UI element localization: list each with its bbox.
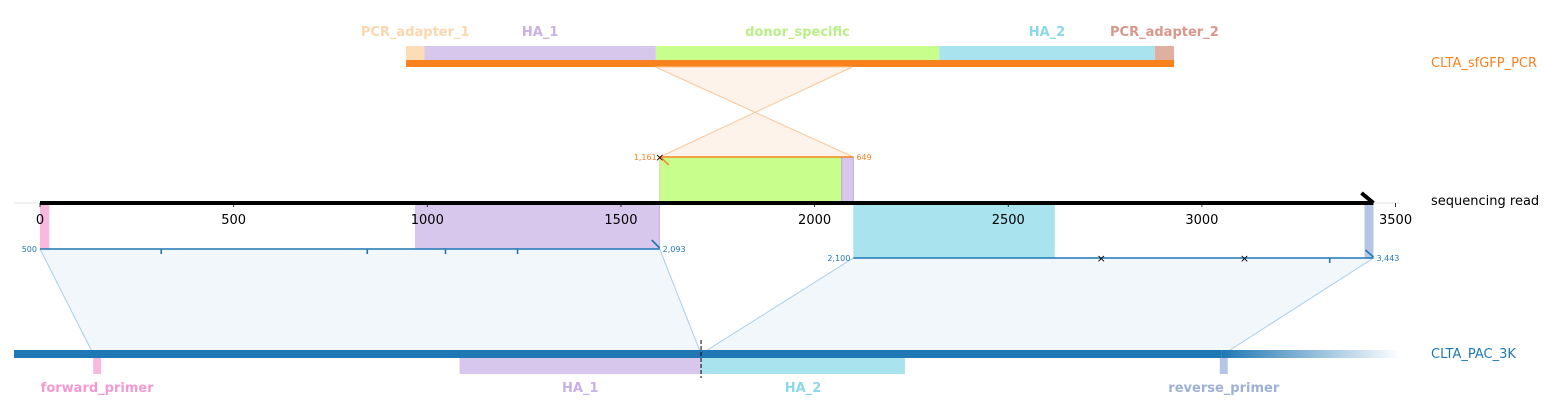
pcr-feature-label: HA_2 (1029, 25, 1066, 40)
pac-alignment-2-end-tick (1364, 249, 1375, 258)
pcr-feature-label: HA_1 (522, 25, 559, 40)
pac-mismatch-mark: × (1240, 252, 1249, 265)
pac-alignment-band-2 (699, 257, 1376, 355)
read-feature-reverse-primer-block (1364, 203, 1374, 258)
pac-alignment-1-start-label: 500 (22, 245, 37, 254)
read-direction-arrow (1360, 191, 1375, 205)
pac-feature-ha-1 (459, 358, 702, 374)
read-sequence-name: sequencing read (1431, 194, 1540, 209)
read-axis-tick-label: 3500 (1379, 213, 1412, 228)
pac-feature-reverse-primer (1219, 358, 1228, 374)
pcr-alignment-end-label: 649 (856, 153, 871, 162)
read-axis-tick-label: 2000 (798, 213, 831, 228)
pac-feature-label: forward_primer (41, 381, 155, 396)
pac-feature-label: HA_1 (562, 381, 599, 396)
pac-feature-label: HA_2 (785, 381, 822, 396)
read-axis-tick-label: 3000 (1185, 213, 1218, 228)
pac-feature-forward-primer (93, 358, 102, 374)
pcr-feature-pcr-adapter-1 (406, 46, 425, 62)
pcr-sequence-bar (406, 60, 1174, 67)
read-axis-tick-label: 1500 (604, 213, 637, 228)
pcr-feature-ha-2 (939, 46, 1155, 62)
pcr-feature-pcr-adapter-2 (1154, 46, 1174, 62)
pcr-feature-ha-1 (424, 46, 656, 62)
pac-mismatch-mark: × (1097, 252, 1106, 265)
pac-alignment-1-end-tick (651, 239, 661, 249)
pac-alignment-2-end-label: 3,443 (1376, 254, 1399, 263)
read-donor-region (659, 157, 842, 203)
read-feature-forward-primer (40, 203, 50, 249)
pcr-alignment-end-tick (661, 157, 670, 166)
pcr-feature-donor-specific (655, 46, 940, 62)
pcr-alignment-start-label: 1,161 (634, 153, 657, 162)
pcr-alignment-band (655, 66, 854, 158)
pcr-feature-label: PCR_adapter_2 (1110, 25, 1219, 40)
pac-sequence-name: CLTA_PAC_3K (1431, 347, 1516, 362)
read-axis-tick-label: 1000 (411, 213, 444, 228)
pcr-feature-label: PCR_adapter_1 (361, 25, 470, 40)
read-axis-tick-label: 0 (36, 213, 44, 228)
pac-alignment-band-1 (39, 248, 702, 355)
pcr-sequence-name: CLTA_sfGFP_PCR (1431, 56, 1538, 71)
read-ha1-sliver (841, 156, 854, 204)
pac-alignment-1-end-label: 2,093 (663, 245, 686, 254)
pcr-feature-label: donor_specific (745, 25, 850, 40)
read-axis-tick-label: 500 (221, 213, 246, 228)
pac-alignment-2-start-label: 2,100 (827, 254, 850, 263)
pac-sequence-bar-fade (1221, 350, 1400, 358)
read-feature-ha-2-block (853, 203, 1055, 258)
pac-sequence-bar (14, 350, 1222, 358)
pac-feature-label: reverse_primer (1168, 381, 1280, 396)
read-axis-tick-label: 2500 (992, 213, 1025, 228)
pac-feature-ha-2 (701, 358, 905, 374)
pcr-mismatch-mark: × (655, 151, 664, 164)
